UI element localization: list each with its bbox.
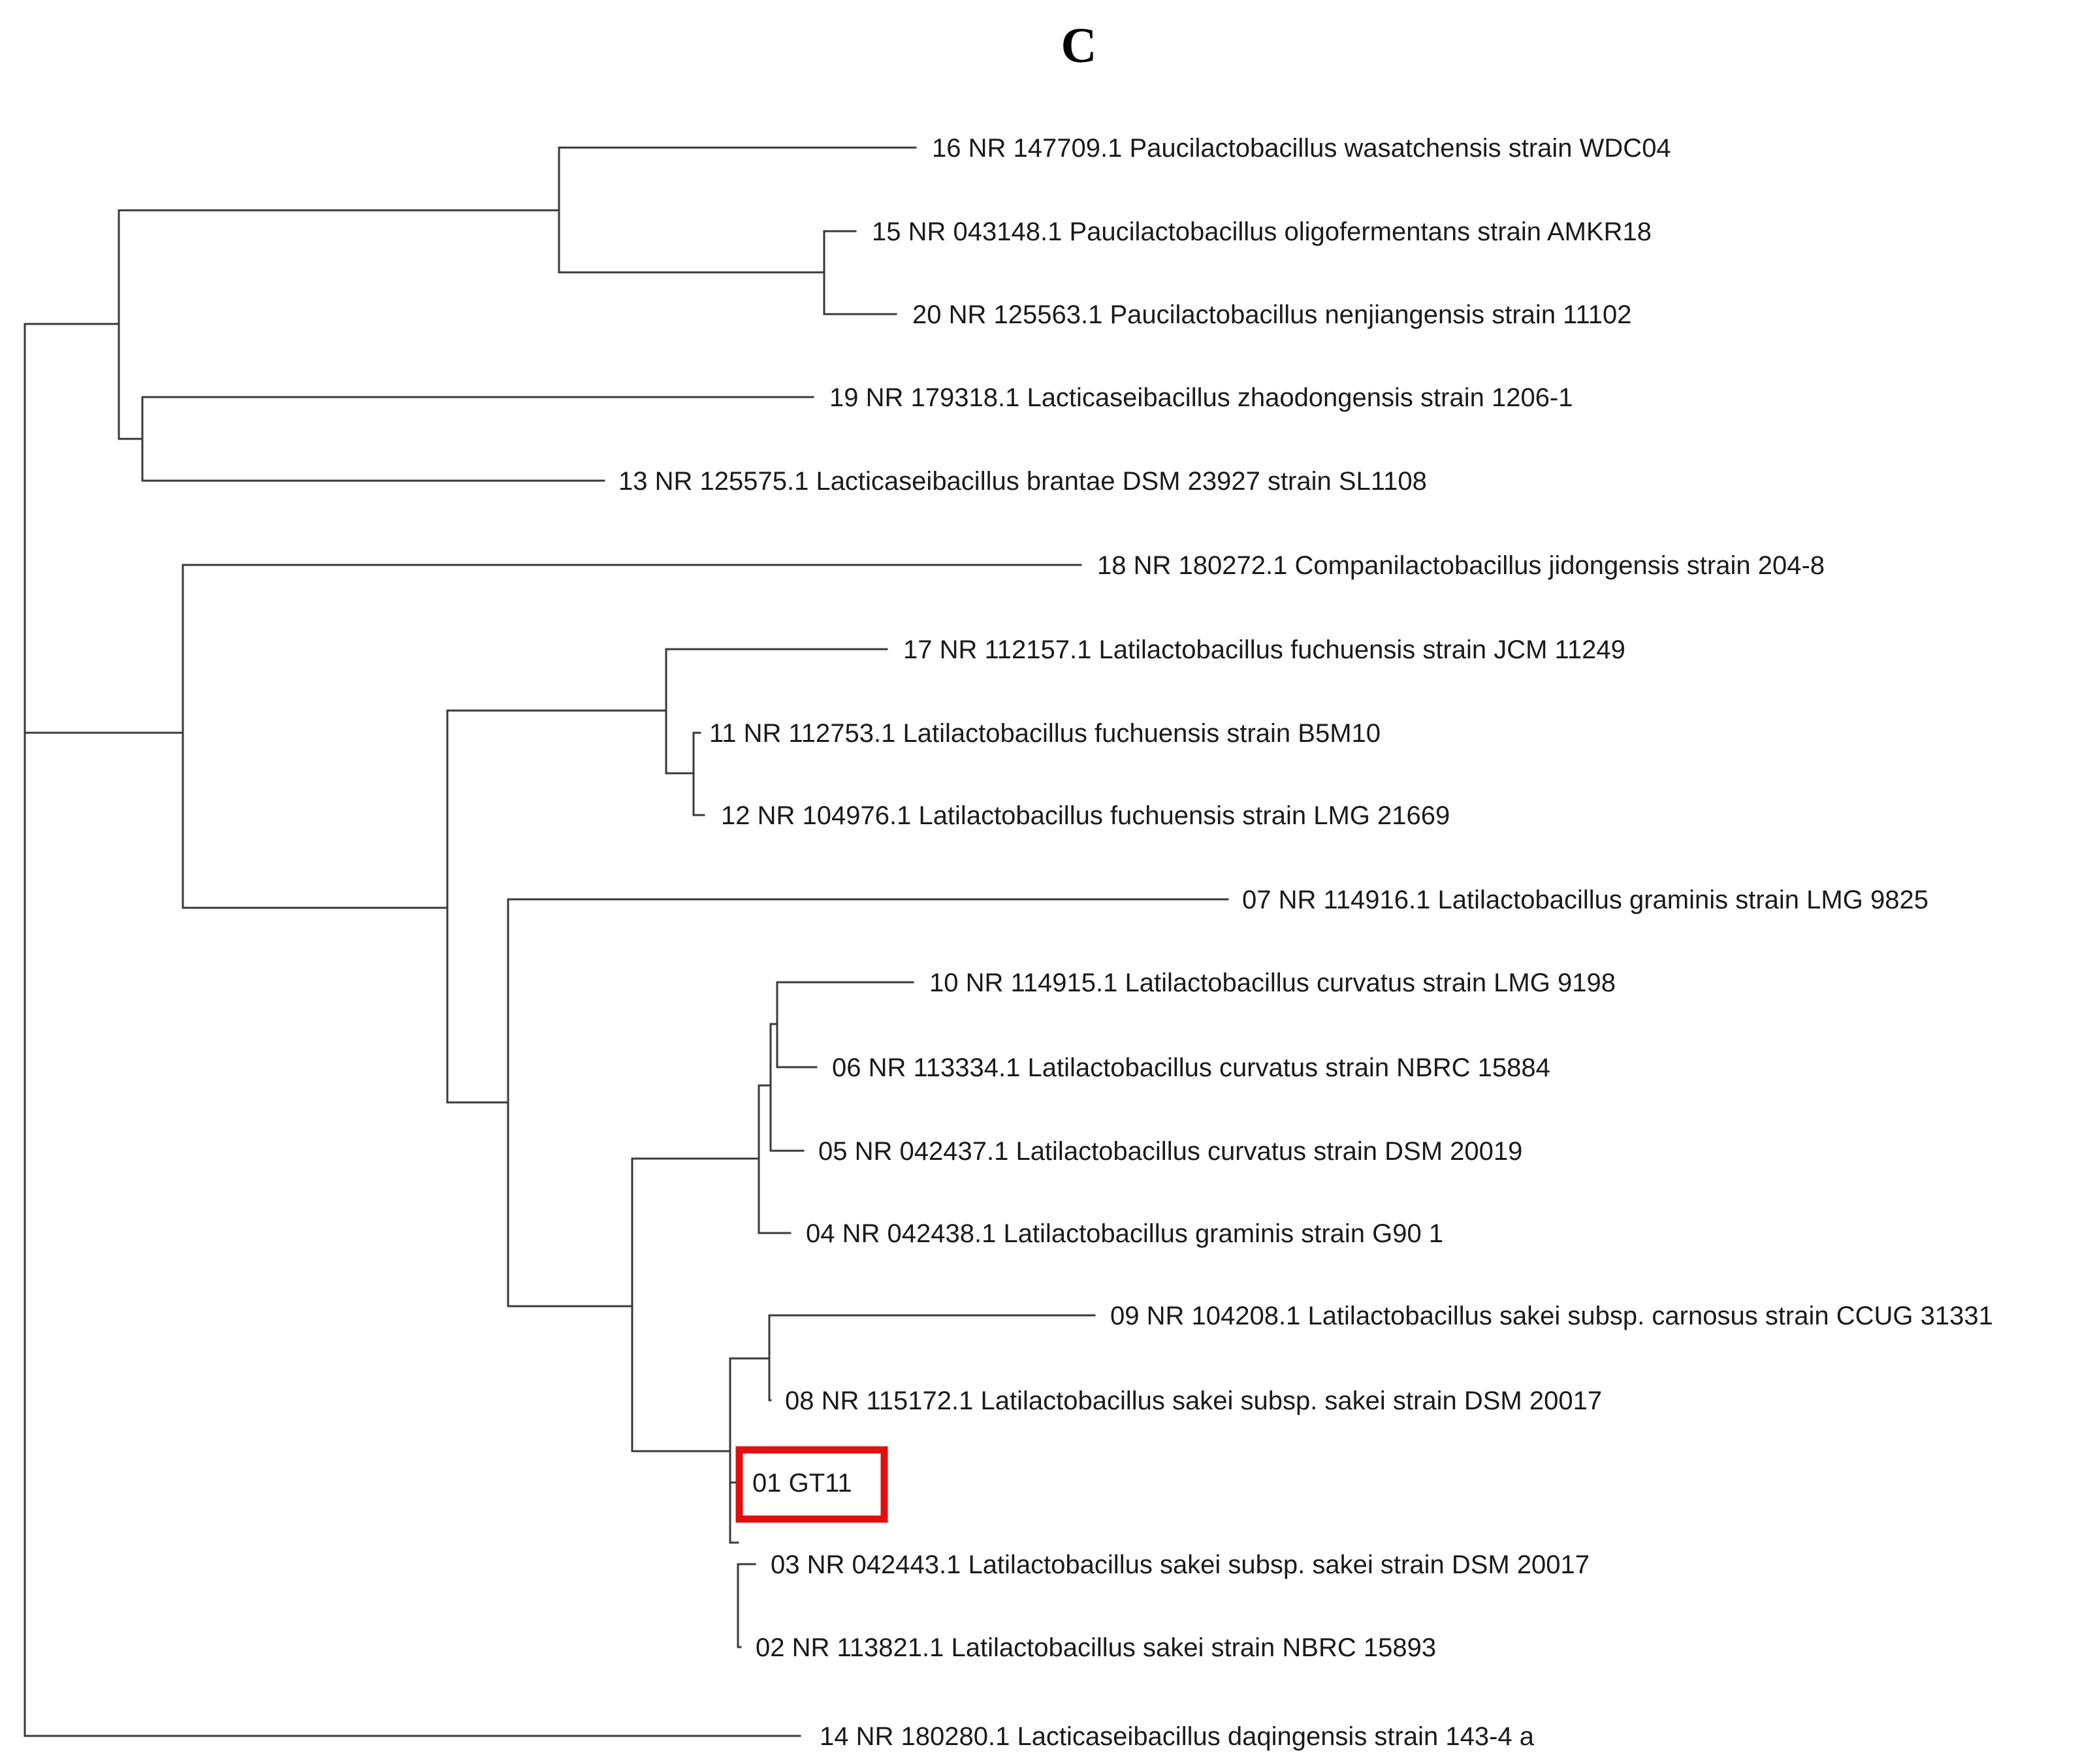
tree-branches: [24, 146, 1229, 1737]
leaf-label-02: 02 NR 113821.1 Latilactobacillus sakei s…: [756, 1633, 1436, 1662]
leaf-label-01: 01 GT11: [752, 1469, 852, 1498]
leaf-label-20: 20 NR 125563.1 Paucilactobacillus nenjia…: [912, 300, 1631, 329]
leaf-label-12: 12 NR 104976.1 Latilactobacillus fuchuen…: [721, 801, 1450, 830]
leaf-labels: 16 NR 147709.1 Paucilactobacillus wasatc…: [618, 134, 1993, 1751]
leaf-label-15: 15 NR 043148.1 Paucilactobacillus oligof…: [872, 217, 1652, 246]
leaf-label-10: 10 NR 114915.1 Latilactobacillus curvatu…: [929, 969, 1616, 997]
leaf-label-08: 08 NR 115172.1 Latilactobacillus sakei s…: [785, 1387, 1602, 1415]
leaf-label-19: 19 NR 179318.1 Lacticaseibacillus zhaodo…: [829, 383, 1573, 412]
leaf-label-11: 11 NR 112753.1 Latilactobacillus fuchuen…: [709, 719, 1381, 748]
leaf-label-06: 06 NR 113334.1 Latilactobacillus curvatu…: [832, 1053, 1550, 1082]
leaf-label-09: 09 NR 104208.1 Latilactobacillus sakei s…: [1110, 1302, 1993, 1330]
leaf-label-03: 03 NR 042443.1 Latilactobacillus sakei s…: [771, 1550, 1590, 1579]
leaf-label-14: 14 NR 180280.1 Lacticaseibacillus daqing…: [820, 1722, 1535, 1751]
panel-label: C: [1061, 18, 1097, 73]
leaf-label-17: 17 NR 112157.1 Latilactobacillus fuchuen…: [903, 635, 1625, 664]
leaf-label-07: 07 NR 114916.1 Latilactobacillus gramini…: [1242, 886, 1928, 914]
highlight-box: [735, 1446, 888, 1523]
leaf-label-13: 13 NR 125575.1 Lacticaseibacillus branta…: [618, 467, 1427, 496]
leaf-label-04: 04 NR 042438.1 Latilactobacillus gramini…: [806, 1219, 1443, 1248]
leaf-label-16: 16 NR 147709.1 Paucilactobacillus wasatc…: [932, 134, 1671, 163]
leaf-label-18: 18 NR 180272.1 Companilactobacillus jido…: [1097, 551, 1825, 580]
leaf-label-05: 05 NR 042437.1 Latilactobacillus curvatu…: [818, 1137, 1522, 1166]
